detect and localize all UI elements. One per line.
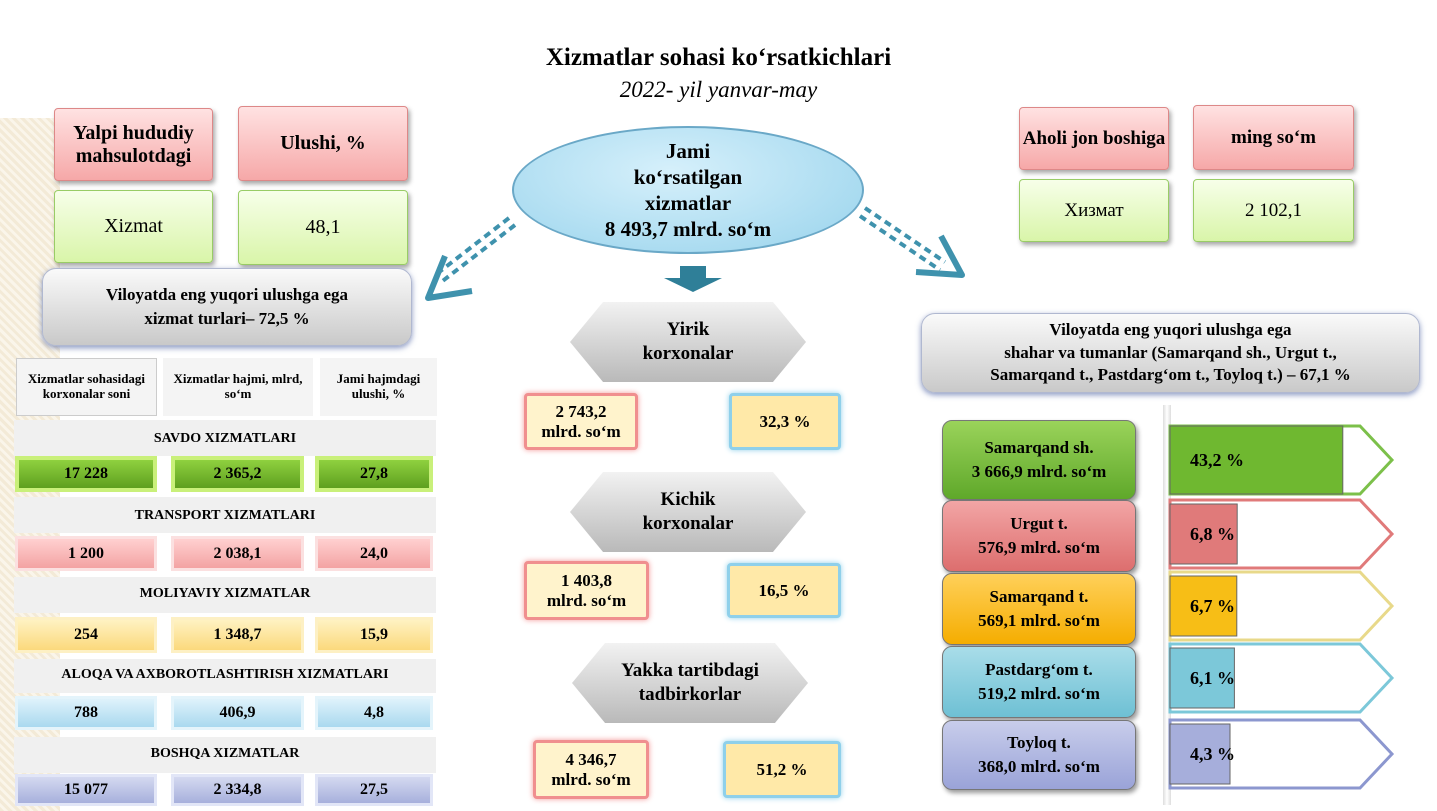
city-amount: 576,9 mlrd. soʻm xyxy=(978,538,1100,557)
col-header-enterprises: Xizmatlar sohasidagi korxonalar soni xyxy=(16,358,157,416)
right-header-line1: Viloyatda eng yuqori ulushga ega xyxy=(1049,319,1292,339)
page-title: Xizmatlar sohasi koʻrsatkichlari xyxy=(545,44,892,71)
page-subtitle: 2022- yil yanvar-may xyxy=(619,77,818,102)
trade-count: 17 228 xyxy=(15,456,157,492)
bar-label-2: 6,7 % xyxy=(1190,596,1235,616)
group-label-line1: Yakka tartibdagi xyxy=(621,660,759,682)
left-header-line1: Viloyatda eng yuqori ulushga ega xyxy=(105,285,349,305)
service-share-value: 48,1 xyxy=(238,190,408,265)
city-name: Samarqand t. xyxy=(989,587,1089,607)
right-dashed-arrow xyxy=(858,206,965,278)
bar-2 xyxy=(1169,575,1238,637)
section-trade: SAVDO XIZMATLARI xyxy=(14,420,436,456)
amount-value: 1 403,8 xyxy=(560,570,612,590)
city-name: Samarqand sh. xyxy=(984,438,1094,458)
amount-value: 4 346,7 xyxy=(565,749,617,769)
city-name: Pastdargʻom t. xyxy=(985,660,1093,680)
total-line-2: koʻrsatilgan xyxy=(633,164,743,189)
city-amount: 368,0 mlrd. soʻm xyxy=(978,757,1100,776)
right-panel-header: Viloyatda eng yuqori ulushga ega shahar v… xyxy=(921,313,1420,393)
left-panel-header: Viloyatda eng yuqori ulushga ega xizmat t… xyxy=(42,268,412,346)
total-value: 8 493,7 mlrd. soʻm xyxy=(604,217,772,242)
city-toyloq: Toyloq t. 368,0 mlrd. soʻm xyxy=(942,720,1136,790)
group-label-line2: korxonalar xyxy=(642,343,734,364)
city-amount: 569,1 mlrd. soʻm xyxy=(978,611,1100,630)
per-capita-header: Aholi jon boshiga xyxy=(1019,107,1169,170)
section-other: BOSHQA XIZMATLAR xyxy=(14,737,436,773)
right-header-line2: shahar va tumanlar (Samarqand sh., Urgut… xyxy=(1004,342,1337,362)
bar-label-0: 43,2 % xyxy=(1190,450,1244,470)
share-percent-header: Ulushi, % xyxy=(238,106,408,181)
grp-share-header: Yalpi hududiy mahsulotdagi xyxy=(54,108,213,181)
city-amount: 3 666,9 mlrd. soʻm xyxy=(971,462,1107,481)
right-header-line3: Samarqand t., Pastdargʻom t., Toyloq t.)… xyxy=(990,365,1351,385)
group-label-line1: Yirik xyxy=(666,319,710,341)
col-header-share: Jami hajmdagi ulushi, % xyxy=(320,358,437,416)
section-communication: ALOQA VA AXBOROTLASHTIRISH XIZMATLARI xyxy=(14,659,436,693)
communication-count: 788 xyxy=(15,696,157,730)
trade-volume: 2 365,2 xyxy=(171,456,304,492)
bar-4 xyxy=(1169,723,1231,785)
amount-unit: mlrd. soʻm xyxy=(551,769,631,789)
bar-label-3: 6,1 % xyxy=(1190,668,1235,688)
amount-unit: mlrd. soʻm xyxy=(546,590,627,610)
group-label-line2: tadbirkorlar xyxy=(638,684,742,705)
financial-volume: 1 348,7 xyxy=(171,617,304,653)
transport-share: 24,0 xyxy=(315,536,433,571)
financial-share: 15,9 xyxy=(315,617,433,653)
bar-1 xyxy=(1169,503,1238,565)
col-header-volume: Xizmatlar hajmi, mlrd, soʻm xyxy=(163,358,313,416)
left-header-line2: xizmat turlari– 72,5 % xyxy=(144,309,310,328)
group-label-line1: Kichik xyxy=(660,489,716,511)
financial-count: 254 xyxy=(15,617,157,653)
bar-label-1: 6,8 % xyxy=(1190,524,1235,544)
other-share: 27,5 xyxy=(315,774,433,806)
city-samarqand-sh: Samarqand sh. 3 666,9 mlrd. soʻm xyxy=(942,420,1136,500)
total-line-3: xizmatlar xyxy=(644,191,732,215)
per-capita-value: 2 102,1 xyxy=(1193,179,1354,242)
down-arrow xyxy=(664,266,722,292)
other-count: 15 077 xyxy=(15,774,157,806)
individual-entrepreneurs-share: 51,2 % xyxy=(723,741,841,798)
communication-volume: 406,9 xyxy=(171,696,304,730)
city-name: Toyloq t. xyxy=(1007,733,1071,753)
total-line-1: Jami xyxy=(665,138,711,163)
unit-header: ming soʻm xyxy=(1193,105,1354,170)
bar-label-4: 4,3 % xyxy=(1190,744,1235,764)
total-services-ellipse: Jami koʻrsatilgan xizmatlar 8 493,7 mlrd… xyxy=(512,126,864,254)
per-capita-service-label: Хизмат xyxy=(1019,179,1169,242)
city-urgut: Urgut t. 576,9 mlrd. soʻm xyxy=(942,500,1136,572)
small-enterprises-share: 16,5 % xyxy=(727,563,841,618)
bar-3 xyxy=(1169,647,1235,709)
amount-value: 2 743,2 xyxy=(555,401,607,421)
divider-line xyxy=(1163,405,1171,805)
city-amount: 519,2 mlrd. soʻm xyxy=(978,684,1100,703)
bar-0 xyxy=(1169,425,1344,495)
city-name: Urgut t. xyxy=(1010,514,1068,534)
left-dashed-arrow xyxy=(425,216,517,301)
amount-unit: mlrd. soʻm xyxy=(541,421,621,441)
city-samarqand-t: Samarqand t. 569,1 mlrd. soʻm xyxy=(942,573,1136,645)
large-enterprises-share: 32,3 % xyxy=(729,393,841,450)
section-transport: TRANSPORT XIZMATLARI xyxy=(14,497,436,533)
section-financial: MOLIYAVIY XIZMATLAR xyxy=(14,577,436,613)
transport-count: 1 200 xyxy=(15,536,157,571)
city-share-chart: 43,2 % 6,8 % 6,7 % 6,1 % 4,3 % xyxy=(1168,424,1395,790)
other-volume: 2 334,8 xyxy=(171,774,304,806)
service-label: Xizmat xyxy=(54,190,213,263)
city-pastdargom: Pastdargʻom t. 519,2 mlrd. soʻm xyxy=(942,646,1136,718)
group-label-line2: korxonalar xyxy=(642,513,734,534)
transport-volume: 2 038,1 xyxy=(171,536,304,571)
trade-share: 27,8 xyxy=(315,456,433,492)
communication-share: 4,8 xyxy=(315,696,433,730)
